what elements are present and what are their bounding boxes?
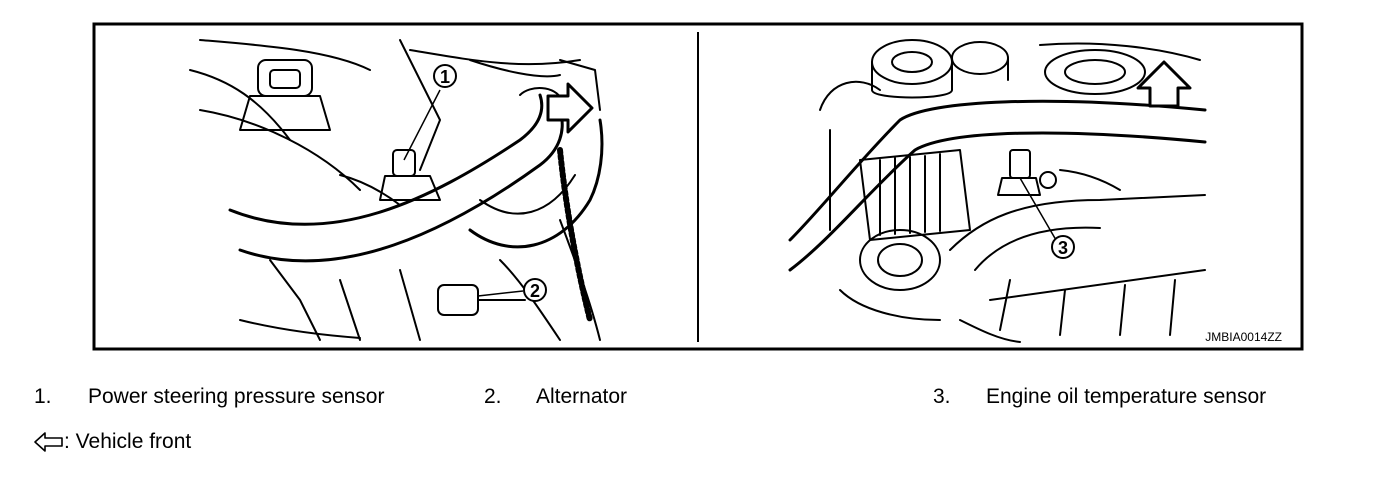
hollow-arrow-left-icon: [34, 432, 63, 452]
figure-code: JMBIA0014ZZ: [1205, 330, 1282, 344]
left-panel-engine-drawing: [189, 39, 604, 341]
vehicle-front-label: : Vehicle front: [64, 430, 192, 453]
right-panel-engine-drawing: [788, 39, 1207, 343]
legend-number: 3.: [933, 385, 951, 408]
callout-3: 3: [1019, 177, 1075, 259]
callout-1-label: 1: [440, 67, 450, 87]
vehicle-front-note: : Vehicle front: [34, 430, 191, 454]
engine-diagram: 1 2: [92, 22, 1304, 351]
legend-number: 1.: [34, 385, 52, 408]
callout-2-label: 2: [530, 281, 540, 301]
legend-number: 2.: [484, 385, 502, 408]
legend-label: Power steering pressure sensor: [88, 385, 385, 408]
legend-label: Engine oil temperature sensor: [986, 385, 1267, 408]
callout-1: 1: [403, 64, 457, 161]
callout-2: 2: [477, 278, 547, 302]
callout-3-label: 3: [1058, 238, 1068, 258]
legend-label: Alternator: [536, 385, 628, 408]
